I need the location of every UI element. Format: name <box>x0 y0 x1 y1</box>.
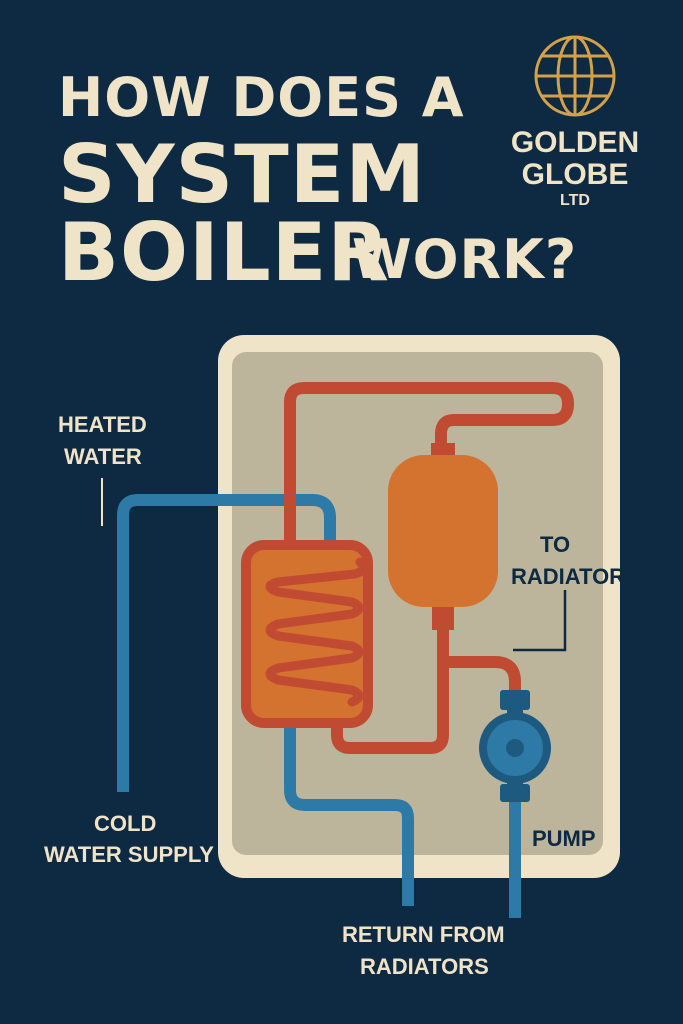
heated-water-pipe <box>284 382 574 548</box>
pump-icon <box>479 690 551 802</box>
return-label-1: RETURN FROM <box>342 922 505 947</box>
return-pipe <box>284 720 414 906</box>
flow-pipe <box>331 628 449 754</box>
title-line-3: BOILER <box>58 206 390 299</box>
heated-water-label-1: HEATED <box>58 412 147 437</box>
return-label-2: RADIATORS <box>360 954 489 979</box>
heat-exchanger-coil <box>265 557 368 707</box>
to-radiator-pipe <box>443 656 521 698</box>
title-line-3-suffix: WORK? <box>352 228 578 291</box>
to-radiator-leader <box>513 590 567 652</box>
title-line-2: SYSTEM <box>58 128 426 221</box>
cold-water-label-2: WATER SUPPLY <box>44 842 214 867</box>
tank-bottom-cap <box>432 604 454 630</box>
pump-label: PUMP <box>532 826 596 851</box>
expansion-tank <box>388 455 498 607</box>
globe-icon <box>534 35 616 117</box>
title-line-1: HOW DOES A <box>58 66 465 129</box>
cold-water-supply-pipe <box>117 494 336 792</box>
logo-line-2: GLOBE <box>521 158 629 191</box>
to-radiator-label-1: TO <box>540 532 571 557</box>
heated-water-label-2: WATER <box>64 444 142 469</box>
logo-line-1: GOLDEN <box>510 126 640 159</box>
logo-line-3: LTD <box>560 192 590 209</box>
cold-water-label-1: COLD <box>94 811 157 836</box>
to-radiator-label-2: RADIATOR <box>511 564 626 589</box>
